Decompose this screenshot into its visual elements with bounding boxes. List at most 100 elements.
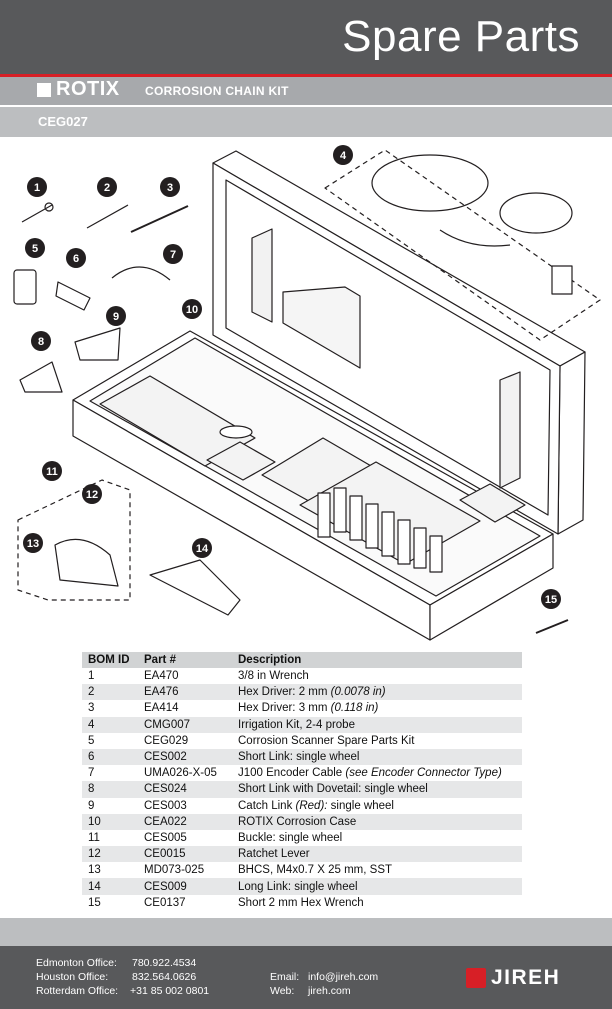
bom-part: CEA022 bbox=[138, 813, 232, 830]
bom-desc: BHCS, M4x0.7 X 25 mm, SST bbox=[238, 864, 393, 877]
bom-desc: Irrigation Kit, 2-4 probe bbox=[232, 716, 522, 733]
svg-text:10: 10 bbox=[186, 304, 198, 316]
case-lid bbox=[212, 150, 586, 535]
web-link[interactable]: jireh.com bbox=[308, 985, 351, 997]
bom-desc: 3/8 in Wrench bbox=[238, 670, 309, 683]
tool-parts bbox=[13, 202, 569, 634]
callout-7: 7 bbox=[163, 244, 183, 264]
callout-14: 14 bbox=[192, 538, 212, 558]
bom-table: BOM ID Part # Description 1 EA470 3/8 in W… bbox=[82, 652, 522, 911]
email-label: Email: bbox=[270, 971, 300, 983]
svg-text:7: 7 bbox=[170, 249, 176, 261]
kit-part-code: CEG027 bbox=[38, 114, 88, 129]
svg-text:9: 9 bbox=[113, 311, 119, 323]
svg-text:11: 11 bbox=[46, 466, 58, 478]
office-phone-edmonton: 780.922.4534 bbox=[132, 957, 197, 969]
jireh-logo-text: JIREH bbox=[491, 966, 561, 989]
bom-part: UMA026-X-05 bbox=[144, 767, 217, 780]
bom-id: 8 bbox=[82, 781, 138, 798]
bom-part: CMG007 bbox=[138, 716, 232, 733]
bom-id: 6 bbox=[82, 748, 138, 766]
bom-id: 13 bbox=[88, 864, 101, 877]
bom-id: 4 bbox=[82, 716, 138, 733]
bom-id: 11 bbox=[88, 831, 100, 844]
bom-id: 15 bbox=[88, 896, 101, 909]
svg-text:13: 13 bbox=[27, 538, 39, 550]
svg-text:3: 3 bbox=[167, 182, 173, 194]
bom-part: CE0137 bbox=[144, 896, 186, 909]
bom-part: CES002 bbox=[138, 748, 232, 766]
bom-header-description: Description bbox=[232, 652, 522, 668]
callout-11: 11 bbox=[42, 461, 62, 481]
bom-desc: Hex Driver: 3 mm (0.118 in) bbox=[238, 702, 379, 715]
bom-desc: J100 Encoder Cable (see Encoder Connecto… bbox=[238, 767, 502, 780]
bom-part: CES003 bbox=[144, 799, 187, 812]
kit-name: CORROSION CHAIN KIT bbox=[145, 84, 289, 98]
bom-id: 9 bbox=[88, 799, 95, 812]
bom-desc: Short Link: single wheel bbox=[232, 748, 522, 766]
office-label-rotterdam: Rotterdam Office: bbox=[36, 985, 119, 997]
svg-text:2: 2 bbox=[104, 182, 110, 194]
callout-8: 8 bbox=[31, 331, 51, 351]
callout-5: 5 bbox=[25, 238, 45, 258]
bom-header-id: BOM ID bbox=[82, 652, 138, 668]
bom-desc: Ratchet Lever bbox=[232, 846, 522, 863]
svg-text:4: 4 bbox=[340, 150, 347, 162]
bom-desc: Short Link with Dovetail: single wheel bbox=[232, 781, 522, 798]
callout-9: 9 bbox=[106, 306, 126, 326]
brand-band bbox=[0, 77, 612, 105]
bom-part: CES009 bbox=[138, 878, 232, 895]
web-label: Web: bbox=[270, 985, 295, 997]
bom-desc: Short 2 mm Hex Wrench bbox=[238, 896, 364, 909]
bom-desc: Long Link: single wheel bbox=[232, 878, 522, 895]
callout-15: 15 bbox=[541, 589, 561, 609]
bom-desc: Hex Driver: 2 mm (0.0078 in) bbox=[232, 684, 522, 701]
table-row: 15 CE0137 Short 2 mm Hex Wrench bbox=[82, 895, 522, 911]
footer-bar bbox=[0, 946, 612, 1009]
callout-6: 6 bbox=[66, 248, 86, 268]
bom-id: 3 bbox=[88, 702, 95, 715]
irrigation-kit bbox=[324, 149, 601, 341]
svg-text:15: 15 bbox=[545, 594, 557, 606]
callout-13: 13 bbox=[23, 533, 43, 553]
bom-part: EA470 bbox=[144, 670, 179, 683]
office-label-houston: Houston Office: bbox=[36, 971, 109, 983]
bom-part: EA476 bbox=[138, 684, 232, 701]
bom-desc: ROTIX Corrosion Case bbox=[232, 813, 522, 830]
bom-part: EA414 bbox=[144, 702, 179, 715]
brand-square-icon bbox=[37, 83, 51, 97]
callout-1: 1 bbox=[27, 177, 47, 197]
band-separator bbox=[0, 105, 612, 107]
bom-desc: Corrosion Scanner Spare Parts Kit bbox=[238, 734, 415, 747]
office-phone-houston: 832.564.0626 bbox=[132, 971, 197, 983]
svg-text:5: 5 bbox=[32, 243, 38, 255]
svg-text:6: 6 bbox=[73, 253, 79, 265]
bom-header-row: BOM ID Part # Description bbox=[82, 652, 522, 668]
bom-id: 7 bbox=[88, 767, 95, 780]
callout-2: 2 bbox=[97, 177, 117, 197]
callout-3: 3 bbox=[160, 177, 180, 197]
bom-header-part: Part # bbox=[138, 652, 232, 668]
office-label-edmonton: Edmonton Office: bbox=[36, 957, 117, 969]
office-phone-rotterdam: +31 85 002 0801 bbox=[130, 985, 210, 997]
table-row: 7 UMA026-X-05 J100 Encoder Cable (see Enco… bbox=[82, 765, 522, 781]
foam-blocks bbox=[317, 487, 443, 573]
table-row: 1 EA470 3/8 in Wrench bbox=[82, 668, 522, 684]
code-band bbox=[0, 107, 612, 137]
bom-part: CES005 bbox=[144, 831, 187, 844]
svg-text:8: 8 bbox=[38, 336, 44, 348]
brand-name: ROTIX bbox=[56, 78, 120, 100]
header-bar: Spare Parts bbox=[0, 0, 612, 74]
bom-id: 1 bbox=[88, 670, 95, 683]
svg-text:12: 12 bbox=[86, 489, 98, 501]
table-row: 3 EA414 Hex Driver: 3 mm (0.118 in) bbox=[82, 700, 522, 716]
email-link[interactable]: info@jireh.com bbox=[308, 971, 379, 983]
